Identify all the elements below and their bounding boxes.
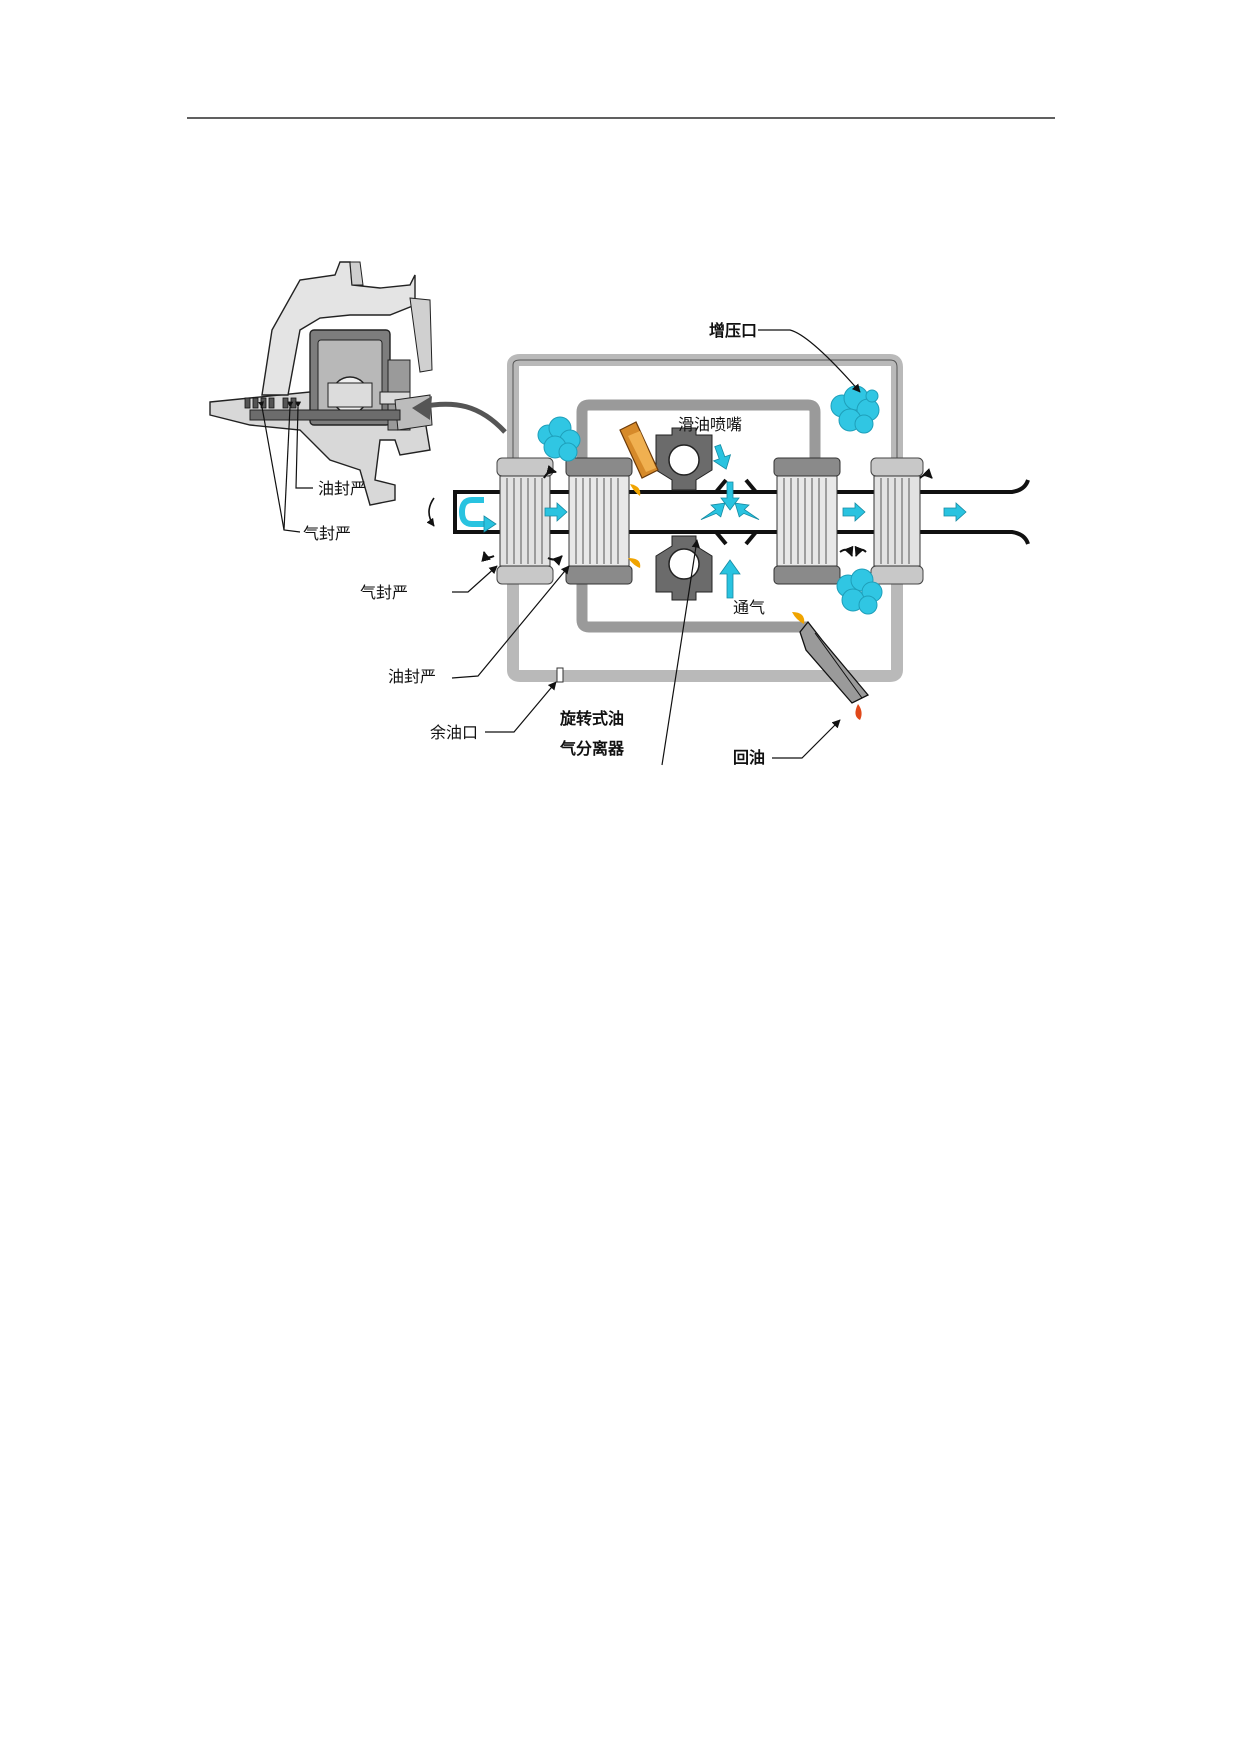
label-separator-line2: 气分离器 [559, 739, 625, 758]
label-air-seal-inset: 气封严 [303, 524, 351, 543]
leader-lines [451, 329, 861, 766]
label-drain-port: 余油口 [430, 723, 478, 742]
oil-drops [628, 484, 805, 624]
label-oil-return: 回油 [733, 748, 765, 767]
air-cloud-bottom-right [836, 568, 883, 615]
label-oil-seal-inset: 油封严 [318, 479, 366, 498]
air-seal-right [870, 457, 924, 585]
air-cloud-top-right [830, 385, 880, 434]
label-air-seal: 气封严 [360, 583, 408, 602]
label-vent: 通气 [733, 598, 765, 617]
label-pressurize-port: 增压口 [709, 321, 757, 340]
rotation-arrow [426, 497, 435, 527]
label-lube-nozzle: 滑油喷嘴 [678, 415, 742, 434]
rotary-separator [714, 478, 758, 546]
inset-oil-seal-leader [295, 401, 313, 489]
bearing-top [655, 427, 713, 491]
bearing-bottom [655, 535, 713, 601]
air-seal-left [496, 457, 554, 585]
label-oil-seal: 油封严 [388, 667, 436, 686]
inner-sump-housing [576, 399, 821, 468]
air-flow-arrows [458, 444, 967, 599]
drain-port [556, 667, 564, 683]
lube-nozzle [619, 421, 659, 479]
oil-seal-right [773, 457, 841, 585]
oil-seal-left [565, 457, 633, 585]
inset-bearing-detail [209, 261, 507, 506]
label-separator-line1: 旋转式油 [559, 709, 624, 728]
seal-leak-arrows [481, 464, 933, 566]
inset-air-seal-leader-2 [283, 401, 294, 531]
air-cloud-left [537, 416, 581, 462]
oil-return-drop [855, 704, 862, 720]
oil-return-pipe [799, 620, 870, 704]
